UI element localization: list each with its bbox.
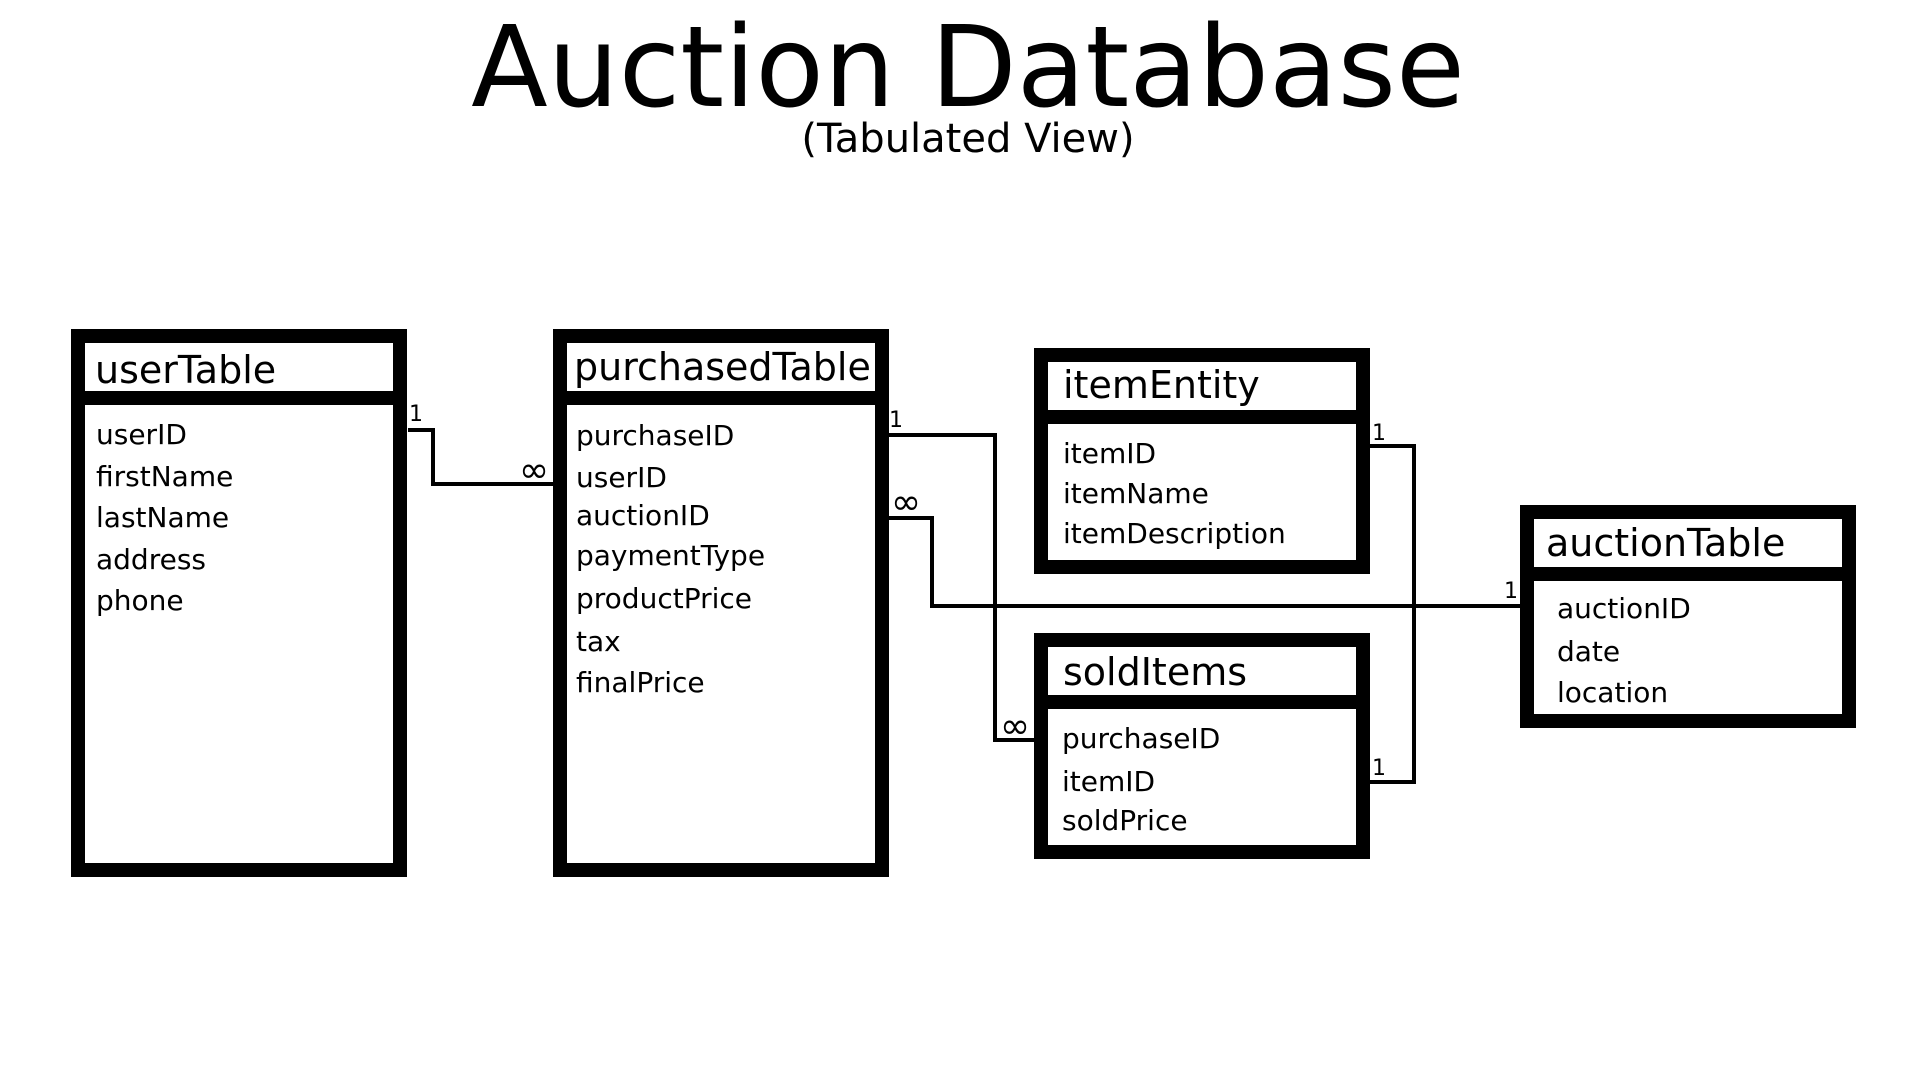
entity-frame [1034, 348, 1370, 574]
diagram-title: Auction Database [471, 3, 1465, 133]
cardinality-label: ∞ [891, 482, 921, 523]
entity-frame [71, 329, 407, 877]
entity-solditems[interactable]: soldItems purchaseID itemID soldPrice [1034, 633, 1370, 859]
entity-field: userID [96, 418, 187, 451]
cardinality-labels: 1 ∞ 1 ∞ ∞ 1 1 1 [409, 402, 1518, 781]
cardinality-label: 1 [889, 408, 903, 433]
cardinality-label: ∞ [1000, 706, 1030, 747]
relationship-line-user-purchased [408, 428, 557, 486]
entity-field: itemID [1062, 765, 1155, 798]
entity-usertable[interactable]: userTable userID firstName lastName addr… [71, 329, 407, 877]
entity-field: phone [96, 584, 184, 617]
relationship-line-item-solditems [1370, 444, 1416, 784]
cardinality-label: 1 [1372, 421, 1386, 446]
entity-frame [553, 329, 889, 877]
entity-field: itemName [1063, 477, 1209, 510]
cardinality-label: 1 [409, 402, 423, 427]
entity-purchasedtable[interactable]: purchasedTable purchaseID userID auction… [553, 329, 889, 877]
entity-field: purchaseID [1062, 722, 1220, 755]
entity-field: paymentType [576, 539, 765, 572]
entity-field: address [96, 543, 206, 576]
cardinality-label: 1 [1504, 579, 1518, 604]
entity-field: finalPrice [576, 666, 705, 699]
entity-field: userID [576, 461, 667, 494]
entity-field: firstName [96, 460, 233, 493]
entity-name: auctionTable [1546, 521, 1785, 565]
relationship-line-purchased-auction [889, 516, 1520, 608]
entity-field: lastName [96, 501, 229, 534]
entity-field: date [1557, 635, 1620, 668]
relationship-lines [408, 428, 1520, 784]
diagram-subtitle: (Tabulated View) [801, 116, 1134, 162]
entity-field: auctionID [1557, 592, 1691, 625]
cardinality-label: 1 [1372, 756, 1386, 781]
entity-field: tax [576, 625, 621, 658]
entity-auctiontable[interactable]: auctionTable auctionID date location [1520, 505, 1856, 728]
entity-name: itemEntity [1063, 363, 1260, 407]
entity-field: itemDescription [1063, 517, 1286, 550]
entity-name: purchasedTable [574, 345, 871, 389]
entity-frame [1520, 505, 1856, 728]
entity-itementity[interactable]: itemEntity itemID itemName itemDescripti… [1034, 348, 1370, 574]
entity-field: auctionID [576, 499, 710, 532]
cardinality-label: ∞ [519, 450, 549, 491]
entity-field: location [1557, 676, 1668, 709]
entity-field: itemID [1063, 437, 1156, 470]
entity-field: soldPrice [1062, 804, 1188, 837]
entity-field: productPrice [576, 582, 752, 615]
entity-name: userTable [95, 348, 276, 392]
relationship-line-purchased-solditems [889, 433, 1038, 742]
entity-name: soldItems [1063, 650, 1247, 694]
entity-field: purchaseID [576, 419, 734, 452]
entity-frame [1034, 633, 1370, 859]
